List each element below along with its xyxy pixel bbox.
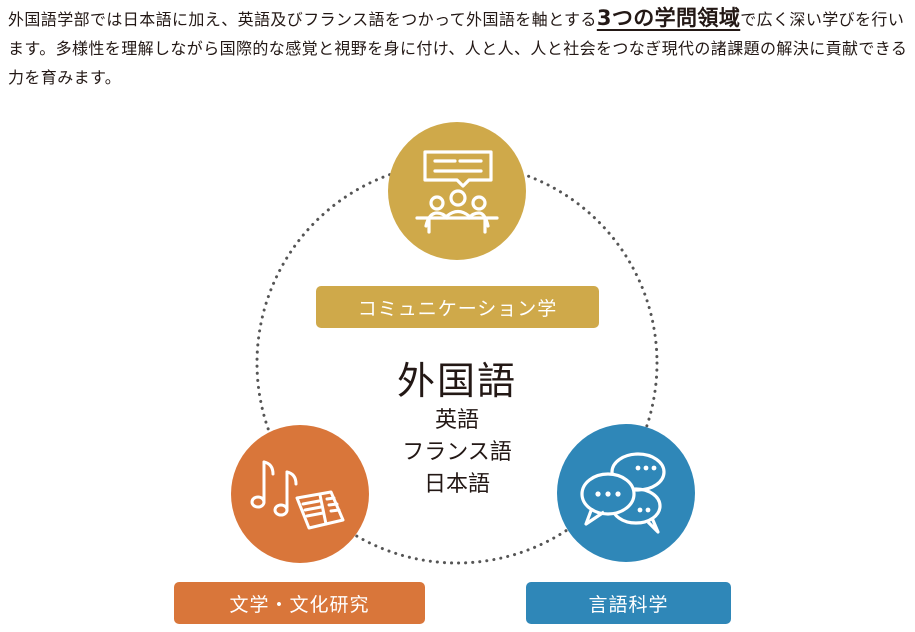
center-language-list: 英語 フランス語 日本語 — [357, 405, 557, 501]
intro-emphasis: 3つの学問領域 — [596, 6, 741, 30]
intro-text-b: で広く深い学びを行います。多様性を理解しながら国際的な感覚と視野を身に付け、人と… — [8, 10, 908, 87]
speech-bubbles-icon — [580, 452, 666, 534]
tag-linguistics: 言語科学 — [526, 582, 731, 624]
language-english: 英語 — [434, 408, 479, 433]
intro-text-a: 外国語学部では日本語に加え、英語及びフランス語をつかって外国語を軸とする — [8, 10, 597, 29]
tag-communication: コミュニケーション学 — [316, 286, 599, 328]
language-french: フランス語 — [402, 440, 512, 465]
language-japanese: 日本語 — [423, 472, 490, 497]
linguistics-node — [557, 424, 695, 562]
discussion-group-icon — [415, 150, 499, 234]
music-and-book-icon — [250, 460, 345, 530]
intro-text: 外国語学部では日本語に加え、英語及びフランス語をつかって外国語を軸とする3つの学… — [8, 4, 910, 92]
communication-node — [388, 122, 526, 260]
center-title: 外国語 — [396, 359, 517, 403]
tag-literature-culture: 文学・文化研究 — [174, 582, 425, 624]
literature-node — [231, 425, 369, 563]
